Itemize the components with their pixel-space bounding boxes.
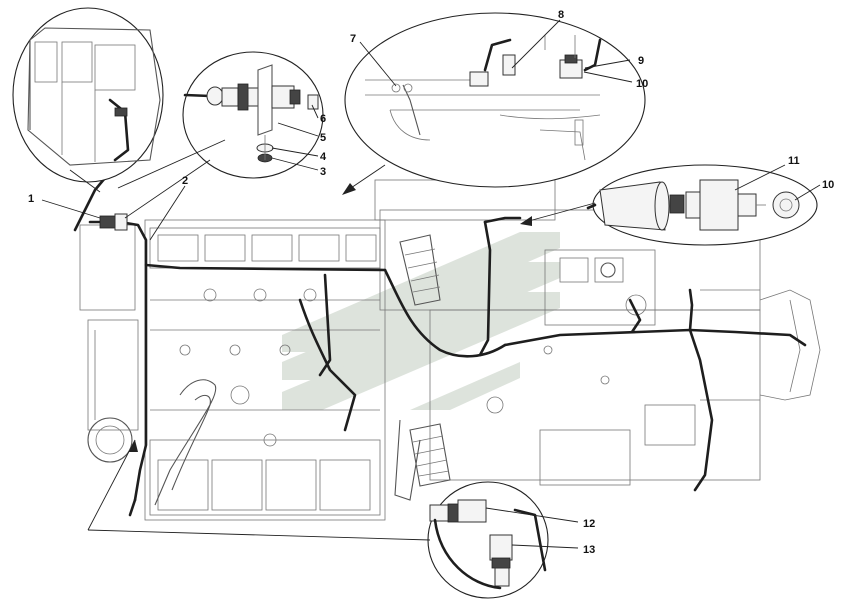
callout-8: 8 [558, 9, 564, 21]
solenoid-detail-bubble [586, 164, 818, 246]
callout-1: 1 [28, 193, 34, 205]
callout-13: 13 [583, 544, 595, 556]
callout-leaders [41, 19, 821, 549]
sensor-detail-bubble [182, 51, 324, 179]
pointer-lines [69, 139, 596, 541]
callout-labels: 1 2 3 4 5 6 7 8 9 10 11 10 12 13 [28, 9, 834, 556]
callout-12: 12 [583, 518, 595, 530]
switch-detail-bubble [427, 481, 549, 599]
valve-detail-bubble [344, 12, 646, 188]
connector-item-1 [99, 213, 128, 231]
callout-9: 9 [638, 55, 644, 67]
callout-10-top: 10 [636, 78, 648, 90]
callout-2: 2 [182, 175, 188, 187]
callout-3: 3 [320, 166, 326, 178]
cab-detail-bubble [12, 7, 164, 183]
callout-11: 11 [788, 155, 800, 167]
callout-7: 7 [350, 33, 356, 45]
callout-6: 6 [320, 113, 326, 125]
engine-outline [79, 179, 821, 521]
callout-10-right: 10 [822, 179, 834, 191]
callout-4: 4 [320, 151, 327, 163]
watermark-logo [282, 232, 560, 410]
callout-5: 5 [320, 132, 326, 144]
